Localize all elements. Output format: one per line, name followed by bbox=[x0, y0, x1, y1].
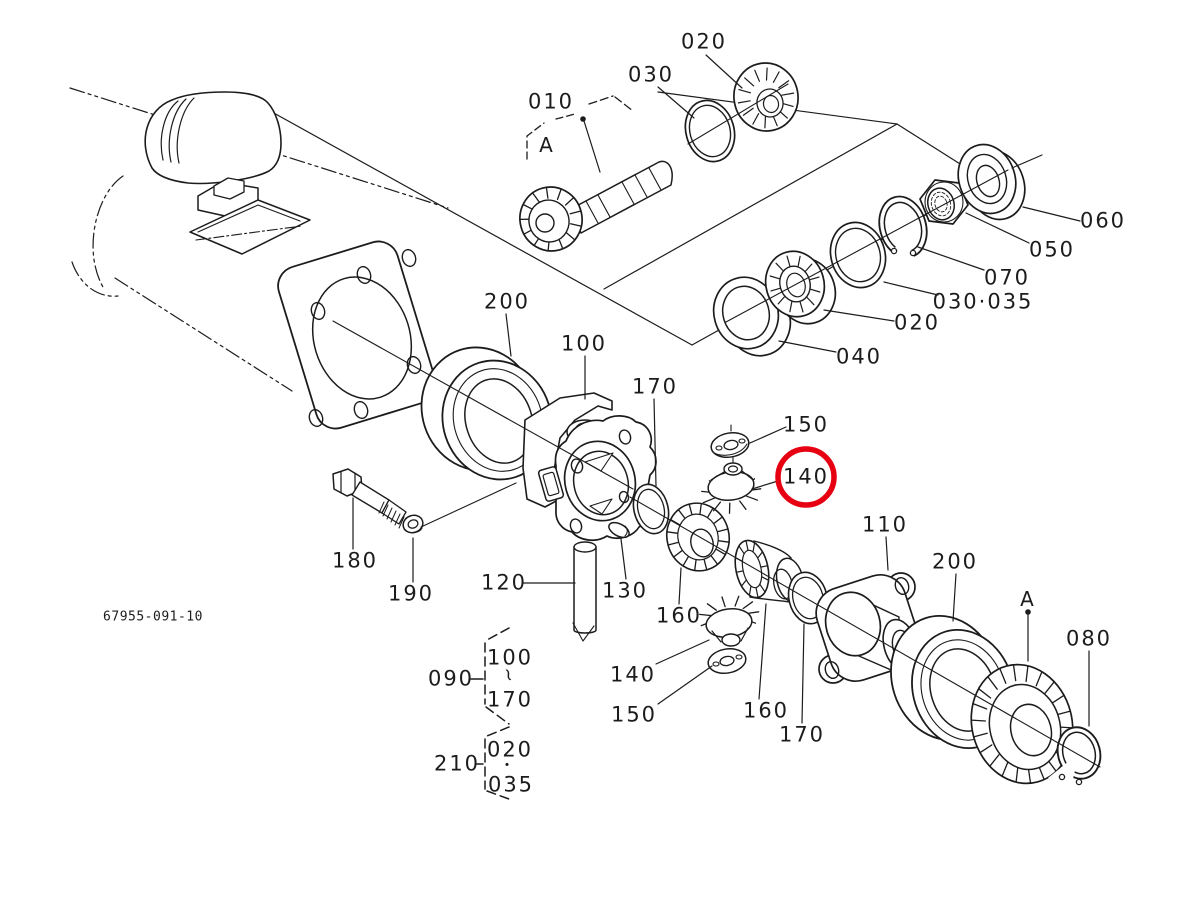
thrust-washer-150-top bbox=[710, 431, 750, 459]
section-marker-a-top bbox=[526, 95, 634, 173]
leader-lines bbox=[352, 54, 1090, 727]
highlight-circle-140 bbox=[775, 446, 837, 508]
axis-lines bbox=[332, 83, 1101, 768]
bearing-020-lower bbox=[764, 250, 837, 325]
bevel-pinion-gear-010 bbox=[519, 186, 583, 252]
snap-ring-080 bbox=[1048, 726, 1102, 792]
shim-030-035 bbox=[829, 221, 887, 289]
pinion-shaft-010 bbox=[568, 160, 673, 234]
section-marker-a-right bbox=[1025, 609, 1031, 662]
side-gear-160-left bbox=[665, 502, 731, 572]
washer-190 bbox=[402, 514, 424, 534]
side-gear-160-right bbox=[734, 539, 805, 603]
bearing-200-left bbox=[420, 346, 553, 481]
bolt-180 bbox=[332, 468, 407, 529]
lock-pin-130 bbox=[608, 521, 630, 539]
oil-seal-060 bbox=[957, 143, 1026, 221]
thrust-washer-150-bottom bbox=[707, 647, 747, 675]
pinion-gear-140-bottom bbox=[699, 595, 760, 647]
group-brackets bbox=[470, 627, 510, 800]
differential-case bbox=[522, 392, 657, 542]
housing-cap bbox=[144, 91, 311, 255]
lock-nut-050 bbox=[919, 179, 969, 225]
pinion-gear-140-top bbox=[701, 462, 762, 514]
bevel-gear-080 bbox=[970, 663, 1074, 785]
shaft-pin-120 bbox=[572, 541, 597, 642]
